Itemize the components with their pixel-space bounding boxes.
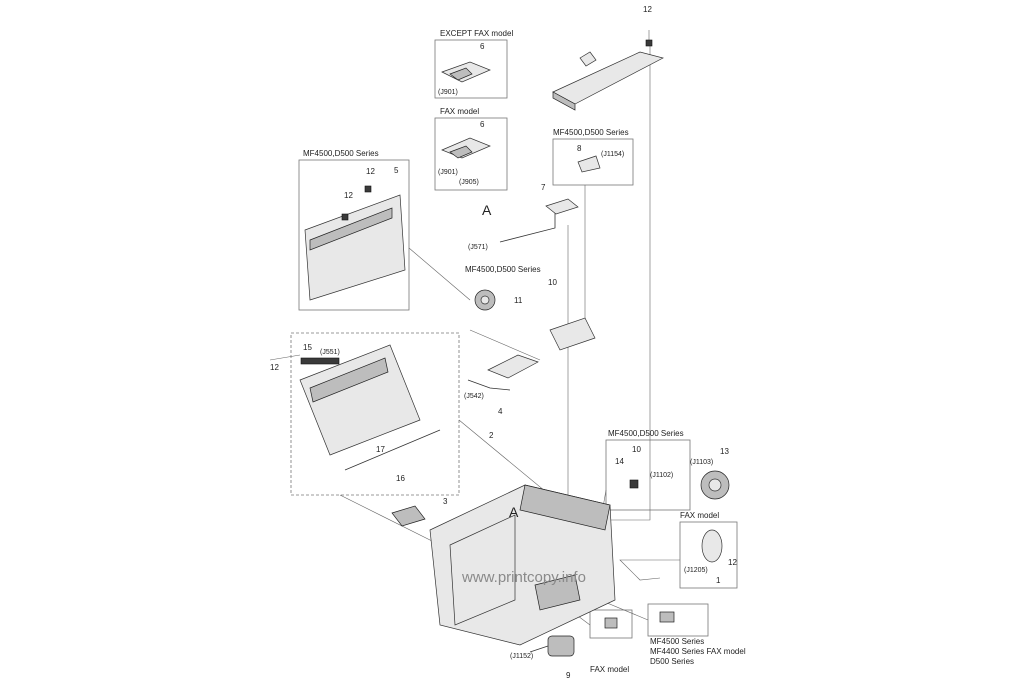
except-fax-part bbox=[441, 61, 491, 83]
part-3 bbox=[391, 505, 426, 527]
leader-assembly-bottom bbox=[339, 494, 441, 546]
watermark-text: www.printcopy.info bbox=[461, 569, 586, 586]
part-number-12-left-b: 12 bbox=[344, 191, 353, 200]
fax-model-right-box bbox=[679, 521, 738, 589]
left-frame-part bbox=[304, 185, 406, 301]
part-number-6-b: 6 bbox=[480, 120, 485, 129]
mf4500-d500-left-box bbox=[298, 159, 410, 311]
caption-except-fax-model: EXCEPT FAX model bbox=[440, 29, 513, 38]
connector-j551: (J551) bbox=[320, 349, 340, 356]
connector-j901-b: (J901) bbox=[438, 169, 458, 176]
part-number-1: 1 bbox=[716, 576, 721, 585]
part-number-13: 13 bbox=[720, 447, 729, 456]
connector-j1103: (J1103) bbox=[690, 459, 713, 466]
fax-bottom-part bbox=[604, 617, 618, 629]
caption-mf4500-d500-middle: MF4500,D500 Series bbox=[465, 265, 541, 274]
caption-mf4500-d500-left: MF4500,D500 Series bbox=[303, 149, 379, 158]
fax-top-part bbox=[441, 137, 491, 159]
caption-fax-model-right: FAX model bbox=[680, 511, 719, 520]
connector-j571: (J571) bbox=[468, 244, 488, 251]
connector-j1102: (J1102) bbox=[650, 472, 673, 479]
fax-model-bottom-box bbox=[589, 609, 633, 639]
part-number-9: 9 bbox=[566, 671, 571, 680]
connector-j905: (J905) bbox=[459, 179, 479, 186]
connector-j1152: (J1152) bbox=[510, 653, 533, 660]
motor-part-9 bbox=[547, 635, 575, 657]
caption-fax-model-bottom: FAX model bbox=[590, 665, 629, 674]
leader-p12-top bbox=[610, 30, 651, 521]
part-number-11: 11 bbox=[514, 296, 523, 305]
main-chassis bbox=[429, 484, 616, 646]
leader-mf4500-left bbox=[408, 247, 471, 301]
caption-fax-model-top: FAX model bbox=[440, 107, 479, 116]
leader-p12-far-left bbox=[269, 354, 301, 361]
part-number-12-fax: 12 bbox=[728, 558, 737, 567]
part-8-sensor bbox=[577, 155, 601, 173]
fax-model-top-box bbox=[434, 117, 508, 191]
top-rail-part bbox=[552, 39, 664, 111]
part-number-15: 15 bbox=[303, 343, 312, 352]
part-number-5: 5 bbox=[394, 166, 399, 175]
connector-j901-a: (J901) bbox=[438, 89, 458, 96]
part-number-4: 4 bbox=[498, 407, 503, 416]
leader-fax-right bbox=[619, 559, 680, 581]
part-14 bbox=[629, 479, 639, 489]
series-note-box bbox=[647, 603, 709, 637]
connector-j542: (J542) bbox=[464, 393, 484, 400]
mf4500-d500-fan-box bbox=[605, 439, 691, 511]
caption-series-note-line3: D500 Series bbox=[650, 657, 694, 666]
leader-gear bbox=[469, 329, 541, 361]
connector-j1205: (J1205) bbox=[684, 567, 708, 574]
series-note-part bbox=[659, 611, 675, 623]
caption-mf4500-d500-right-top: MF4500,D500 Series bbox=[553, 128, 629, 137]
part-10-bracket bbox=[549, 317, 596, 351]
caption-series-note-line2: MF4400 Series FAX model bbox=[650, 647, 746, 656]
part-number-2: 2 bbox=[489, 431, 494, 440]
part-4-board bbox=[487, 354, 539, 379]
part-number-12-left-a: 12 bbox=[366, 167, 375, 176]
caption-mf4500-d500-fan: MF4500,D500 Series bbox=[608, 429, 684, 438]
part-number-12-top: 12 bbox=[643, 5, 652, 14]
connector-j1154: (J1154) bbox=[601, 151, 624, 158]
marker-a-top: A bbox=[482, 202, 492, 218]
part-number-7: 7 bbox=[541, 183, 546, 192]
marker-a-bottom: A bbox=[509, 504, 519, 520]
speaker-part bbox=[701, 529, 723, 563]
except-fax-model-box bbox=[434, 39, 508, 99]
part-number-10-fan: 10 bbox=[632, 445, 641, 454]
part-number-14: 14 bbox=[615, 457, 624, 466]
part-number-17: 17 bbox=[376, 445, 385, 454]
part-number-3: 3 bbox=[443, 497, 448, 506]
part-number-16: 16 bbox=[396, 474, 405, 483]
part-7-cable bbox=[499, 208, 561, 243]
mf4500-d500-right-top-box bbox=[552, 138, 634, 186]
part-4-cable bbox=[467, 379, 511, 391]
part-number-8: 8 bbox=[577, 144, 582, 153]
paper-feed-assembly bbox=[299, 344, 441, 471]
part-7-board bbox=[545, 198, 579, 215]
part-number-10-mid: 10 bbox=[548, 278, 557, 287]
caption-series-note-line1: MF4500 Series bbox=[650, 637, 704, 646]
part-number-12-far-left: 12 bbox=[270, 363, 279, 372]
part-number-6-a: 6 bbox=[480, 42, 485, 51]
